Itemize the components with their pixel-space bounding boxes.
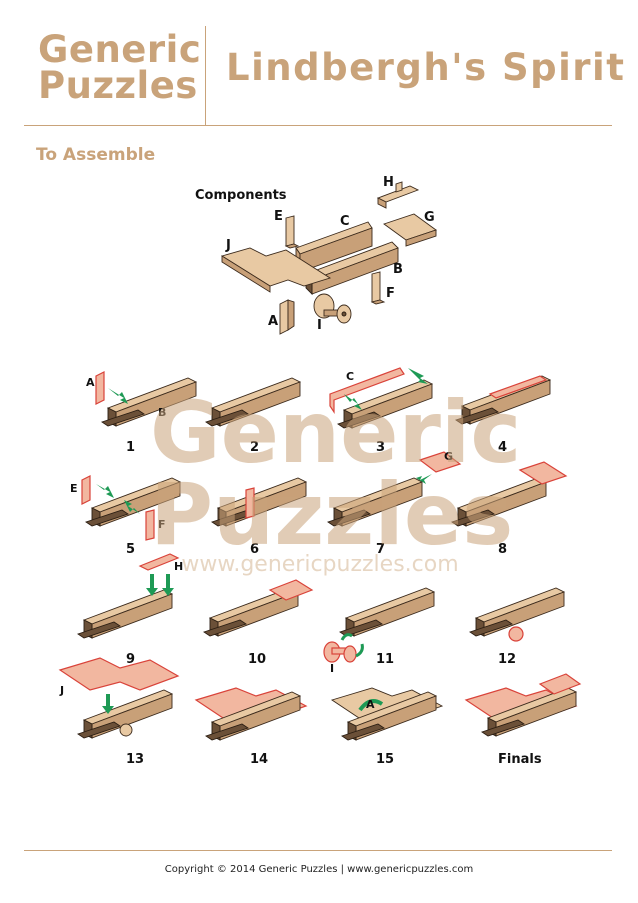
label-j: J (226, 238, 231, 253)
step-number-12: 12 (498, 652, 517, 667)
step-5-label-e: E (70, 482, 78, 495)
step-8-model (451, 477, 547, 527)
component-j (220, 247, 332, 293)
step-12-highlight (508, 626, 524, 642)
step-number-6: 6 (250, 542, 260, 557)
step-1-model (101, 377, 197, 427)
step-1-label-a: A (86, 376, 95, 389)
arrow-icon (96, 484, 114, 498)
copyright-text: Copyright © 2014 Generic Puzzles | www.g… (164, 864, 474, 875)
step-number-5: 5 (126, 542, 136, 557)
header-rule (24, 125, 612, 126)
label-e: E (274, 209, 283, 224)
step-number-13: 13 (126, 752, 145, 767)
step-5-part-e (81, 475, 91, 505)
step-11-model (339, 587, 435, 637)
arrow-icon (416, 474, 432, 484)
page-title: Lindbergh's Spirit (226, 46, 626, 89)
step-number-2: 2 (250, 440, 260, 455)
component-a (279, 299, 295, 335)
step-15-label-a: A (366, 698, 375, 711)
step-9-label-h: H (174, 560, 184, 573)
label-h: H (383, 175, 394, 190)
step-number-7: 7 (376, 542, 386, 557)
step-4-highlight (488, 375, 548, 399)
step-1-label-b: B (158, 406, 167, 419)
step-3-label-c: C (346, 370, 355, 383)
section-title: To Assemble (36, 145, 156, 165)
step-number-1: 1 (126, 440, 136, 455)
step-9-part-h (138, 553, 180, 571)
brand-line-2: Puzzles (38, 64, 198, 107)
step-11-label-i: I (330, 662, 335, 675)
arrow-icon (358, 699, 384, 712)
arrow-icon (106, 694, 110, 708)
step-number-3: 3 (376, 440, 386, 455)
label-a: A (268, 314, 279, 329)
step-7-label-g: G (444, 450, 454, 463)
step-7-part-g (418, 451, 462, 473)
component-i (313, 293, 352, 324)
step-8-highlight (518, 461, 568, 485)
step-number-11: 11 (376, 652, 395, 667)
step-13-label-j: J (60, 684, 65, 697)
step-number-9: 9 (126, 652, 136, 667)
arrow-icon (340, 633, 353, 641)
component-f (370, 271, 386, 305)
step-5-label-f: F (158, 518, 166, 531)
brand-line-1: Generic (38, 28, 202, 71)
arrow-icon (344, 394, 362, 410)
step-number-finals: Finals (498, 752, 542, 767)
step-6-model (211, 477, 307, 527)
arrow-icon (124, 500, 140, 514)
step-1-part-a (95, 371, 105, 405)
label-b: B (393, 262, 403, 277)
step-10-highlight (268, 579, 314, 601)
components-title: Components (195, 188, 287, 203)
header-divider (205, 26, 206, 126)
component-e (284, 215, 300, 249)
label-g: G (424, 210, 435, 225)
arrow-icon (408, 368, 428, 384)
step-number-10: 10 (248, 652, 267, 667)
step-5-model (85, 477, 181, 527)
step-2-model (205, 377, 301, 427)
step-3-part-c (329, 367, 405, 414)
step-number-15: 15 (376, 752, 395, 767)
step-7-model (327, 477, 423, 527)
brand-logo: Generic Puzzles (38, 28, 202, 107)
component-h (376, 181, 420, 209)
arrow-icon (150, 574, 154, 588)
step-number-4: 4 (498, 440, 508, 455)
step-number-8: 8 (498, 542, 508, 557)
step-6-highlight (245, 487, 255, 519)
step-number-14: 14 (250, 752, 269, 767)
label-c: C (340, 214, 350, 229)
label-f: F (386, 286, 395, 301)
arrow-icon (108, 388, 128, 404)
label-i: I (317, 318, 322, 333)
arrow-icon (166, 574, 170, 588)
footer-rule (24, 850, 612, 851)
arrow-icon (355, 643, 364, 658)
step-5-part-f (145, 509, 155, 541)
step-13-wing (58, 657, 180, 691)
step-9-model (77, 589, 173, 639)
component-g (383, 213, 437, 247)
